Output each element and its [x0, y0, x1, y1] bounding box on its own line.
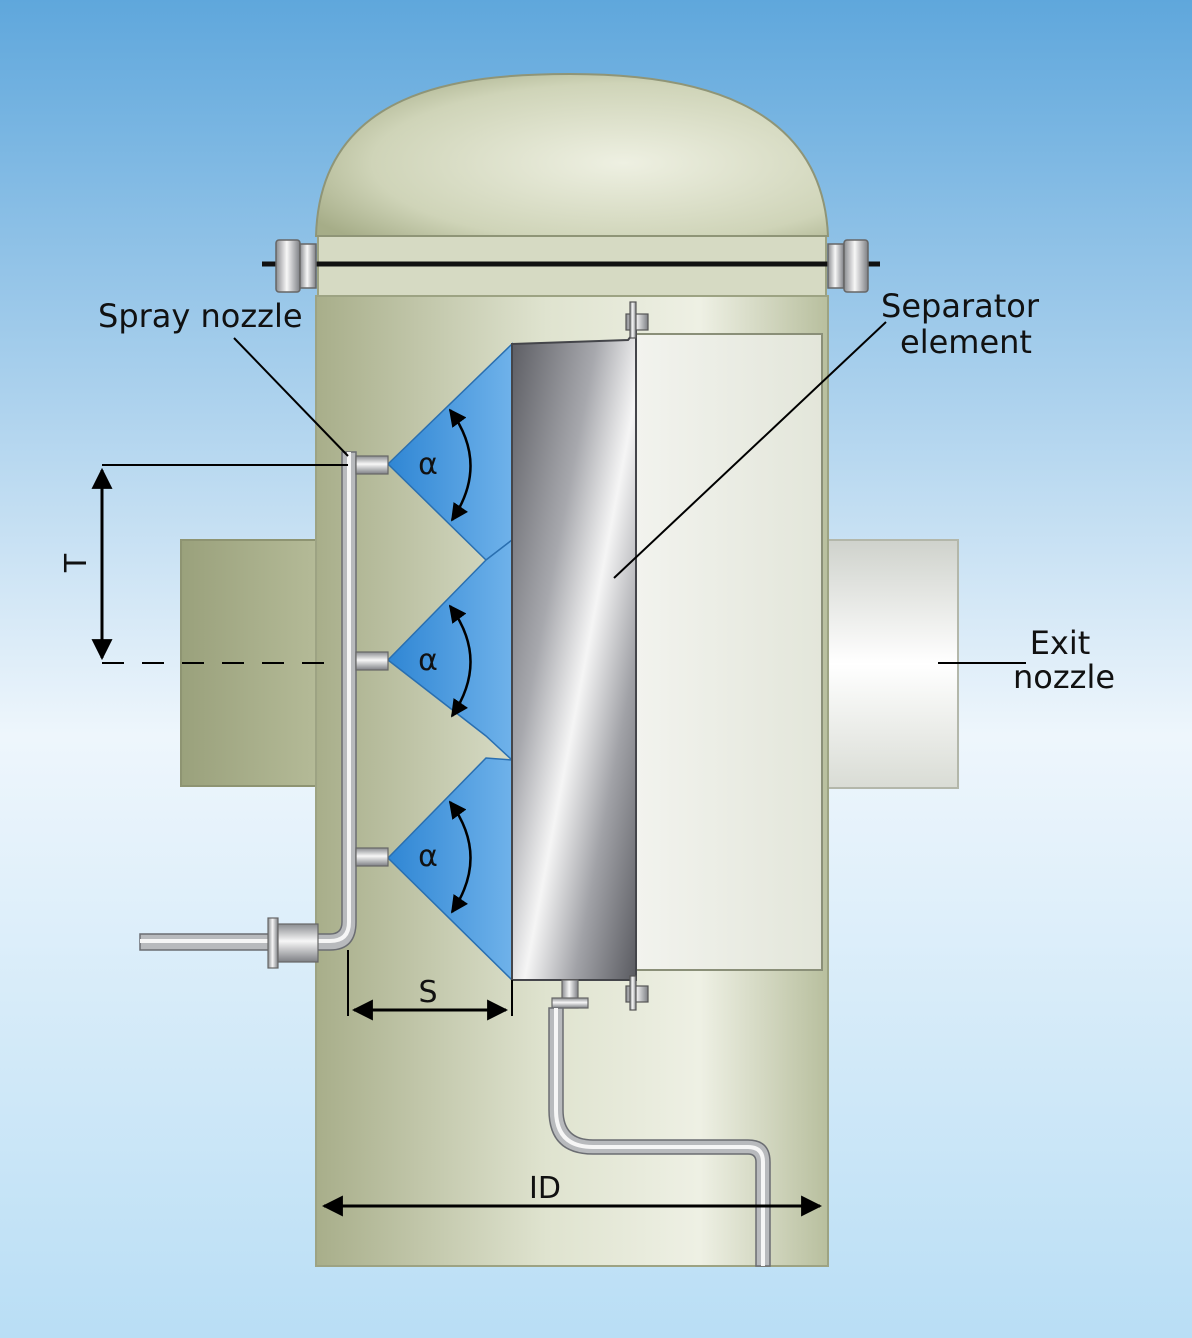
angle-arrow-middle [448, 604, 472, 718]
flange-bolt-right [827, 239, 869, 293]
exit-nozzle-label-line2: nozzle [1013, 658, 1115, 696]
inner-chamber [635, 333, 823, 971]
separator-element-label-line2: element [900, 323, 1032, 361]
separator-element [511, 327, 637, 981]
nozzle-stub-top [355, 455, 389, 475]
exit-nozzle-label-line1: Exit [1030, 624, 1091, 662]
nozzle-stub-bottom [355, 847, 389, 867]
exit-nozzle [819, 539, 959, 789]
dimension-t [91, 464, 348, 664]
inlet-nozzle [180, 539, 322, 787]
angle-arrow-bottom [448, 800, 472, 914]
dimension-id-label: ID [529, 1171, 561, 1206]
separator-leader [613, 321, 887, 579]
angle-arrow-top [448, 408, 472, 522]
angle-label-bottom: α [418, 839, 438, 874]
dome-head [314, 72, 830, 237]
nozzle-stub-middle [355, 651, 389, 671]
dimension-t-label: T [59, 553, 94, 573]
element-mount-top [625, 301, 649, 339]
angle-arrows [448, 408, 472, 914]
spray-header-pipe [139, 451, 357, 969]
flange-bolt-left [275, 239, 317, 293]
spray-nozzle-leader [233, 337, 349, 457]
element-mount-bottom [625, 975, 649, 1011]
header-coupling [277, 923, 319, 963]
spray-nozzle-label: Spray nozzle [98, 297, 303, 335]
dimension-s-label: S [418, 975, 437, 1010]
separator-element-label-line1: Separator [881, 287, 1040, 325]
nozzle-stubs [355, 455, 389, 867]
angle-label-top: α [418, 447, 438, 482]
header-flange [267, 917, 279, 969]
angle-label-middle: α [418, 643, 438, 678]
dimension-s [347, 950, 513, 1021]
